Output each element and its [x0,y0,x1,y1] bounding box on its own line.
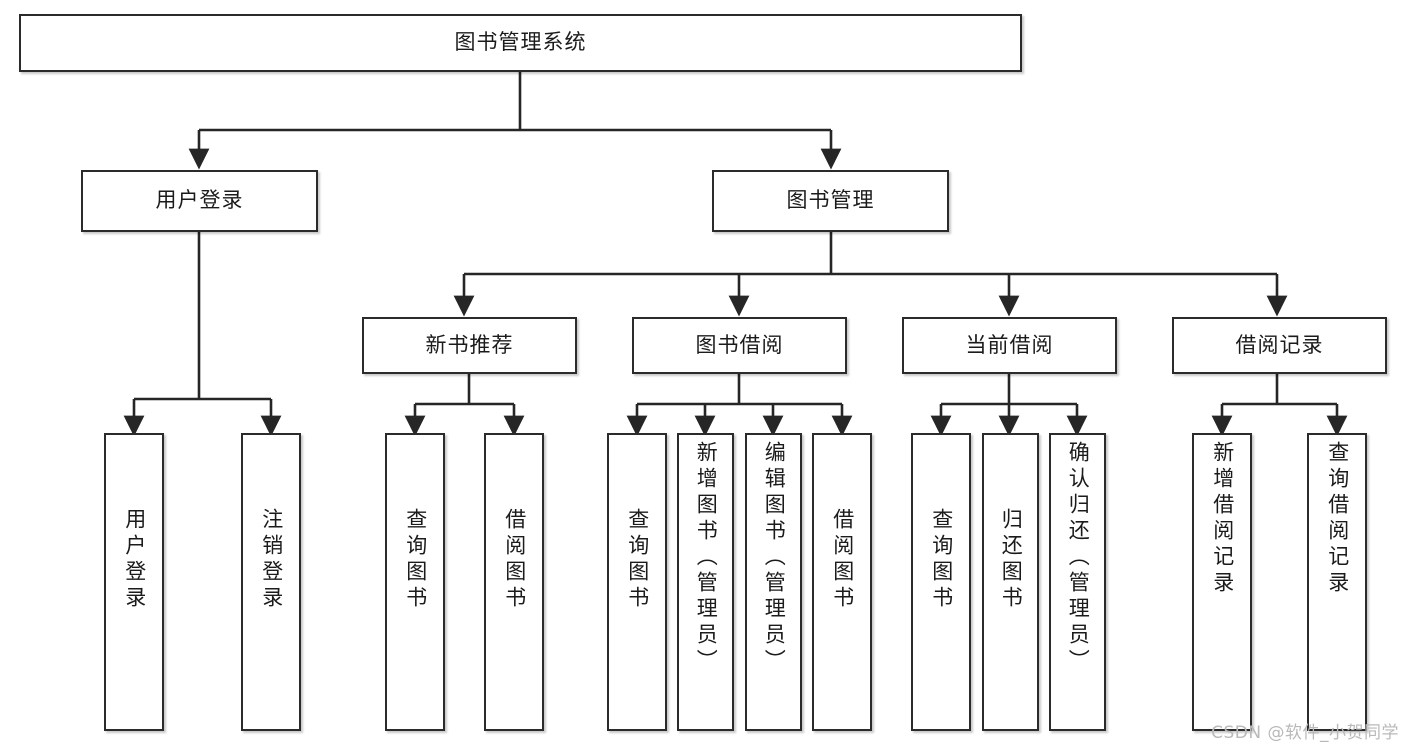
node-leaf-label: 借阅图书 [830,508,855,612]
node-leaf-current-borrow-confirm-return[interactable]: 确认归还（管理员） [1049,433,1106,731]
node-leaf-label: 查询图书 [929,508,954,612]
node-leaf-label: 编辑图书（管理员） [762,441,787,675]
node-leaf-label: 确认归还（管理员） [1066,441,1091,675]
node-leaf-borrow-record-add[interactable]: 新增借阅记录 [1192,433,1252,731]
node-leaf-label: 借阅图书 [502,508,527,612]
node-leaf-book-borrow-add[interactable]: 新增图书（管理员） [677,433,734,731]
node-leaf-label: 归还图书 [999,508,1024,612]
node-new-book-recommend[interactable]: 新书推荐 [362,317,577,374]
node-user-login[interactable]: 用户登录 [81,170,318,232]
node-leaf-label: 查询图书 [403,508,428,612]
node-leaf-book-borrow-borrow[interactable]: 借阅图书 [812,433,872,731]
node-new-book-recommend-label: 新书推荐 [425,332,514,357]
node-borrow-record[interactable]: 借阅记录 [1172,317,1387,374]
node-current-borrow-label: 当前借阅 [965,332,1054,357]
node-leaf-new-book-query[interactable]: 查询图书 [385,433,445,731]
node-root-label: 图书管理系统 [454,30,587,55]
node-leaf-borrow-record-query[interactable]: 查询借阅记录 [1307,433,1367,731]
node-leaf-book-borrow-query[interactable]: 查询图书 [607,433,667,731]
node-current-borrow[interactable]: 当前借阅 [902,317,1117,374]
node-leaf-new-book-borrow[interactable]: 借阅图书 [484,433,544,731]
node-leaf-label: 查询图书 [625,508,650,612]
node-leaf-label: 新增图书（管理员） [694,441,719,675]
node-leaf-current-borrow-query[interactable]: 查询图书 [911,433,971,731]
node-leaf-user-login-logout[interactable]: 注销登录 [241,433,301,731]
node-user-login-label: 用户登录 [155,188,244,213]
node-leaf-label: 新增借阅记录 [1210,441,1235,597]
node-leaf-label: 查询借阅记录 [1325,441,1350,597]
node-leaf-label: 注销登录 [259,508,284,612]
node-leaf-label: 用户登录 [122,508,147,612]
node-book-borrow[interactable]: 图书借阅 [632,317,847,374]
node-leaf-current-borrow-return[interactable]: 归还图书 [982,433,1039,731]
node-root-book-management-system[interactable]: 图书管理系统 [19,14,1022,72]
node-book-management-label: 图书管理 [786,188,875,213]
node-book-management[interactable]: 图书管理 [712,170,949,232]
node-leaf-book-borrow-edit[interactable]: 编辑图书（管理员） [745,433,802,731]
node-book-borrow-label: 图书借阅 [695,332,784,357]
node-leaf-user-login-login[interactable]: 用户登录 [104,433,164,731]
node-borrow-record-label: 借阅记录 [1235,332,1324,357]
watermark-text: CSDN @软件_小贺同学 [1211,723,1399,743]
